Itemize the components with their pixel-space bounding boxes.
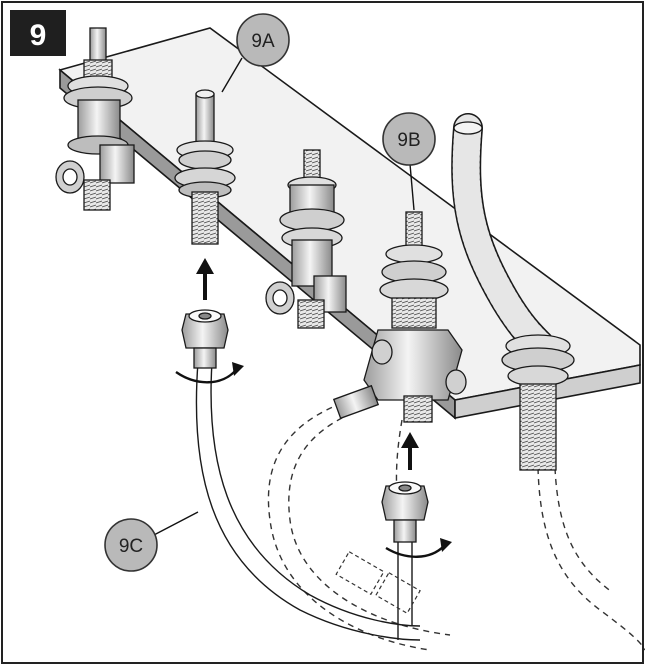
- quick-connector: [335, 550, 421, 615]
- arrow-up-upper: [196, 258, 214, 300]
- arrow-up-lower: [401, 432, 419, 470]
- callout-9a: 9A: [236, 13, 290, 67]
- step-number: 9: [30, 19, 47, 52]
- callout-9a-label: 9A: [251, 31, 275, 52]
- callout-9b-label: 9B: [397, 130, 420, 151]
- callout-9b: 9B: [382, 112, 436, 166]
- step-badge: 9: [10, 10, 66, 56]
- leader-9b: [409, 163, 415, 211]
- valve-middle: [265, 149, 347, 329]
- callout-9c-label: 9C: [119, 536, 143, 557]
- valve-left: [55, 27, 135, 211]
- rotate-arrow-lower: [385, 538, 452, 558]
- rotate-arrow-upper: [175, 362, 244, 384]
- hose-nut-upper: [181, 309, 229, 369]
- leader-9a: [221, 57, 243, 93]
- callout-9c: 9C: [104, 518, 158, 572]
- leader-9c: [151, 511, 199, 537]
- diverter-valve-9b: [332, 211, 467, 423]
- flex-hose: [451, 113, 575, 471]
- hose-nut-lower: [381, 481, 429, 543]
- spout-shank-9a: [174, 89, 236, 245]
